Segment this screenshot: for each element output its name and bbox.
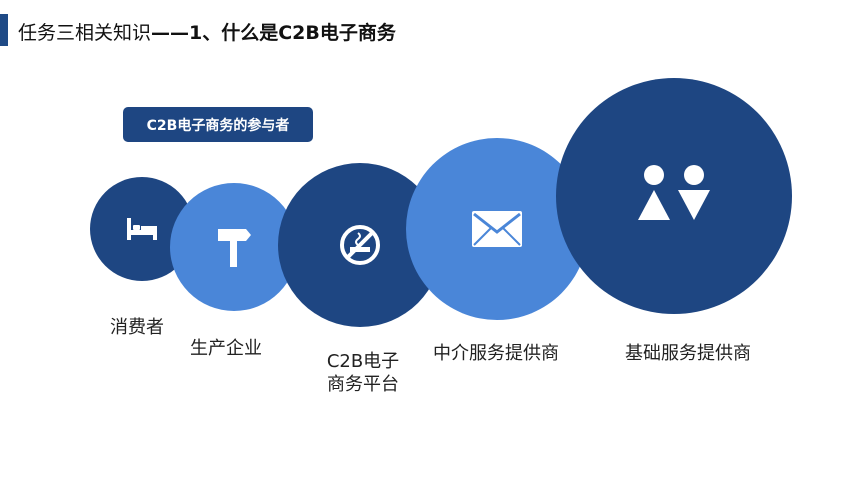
c2b-platform-label-line1: C2B电子 <box>326 351 400 372</box>
restroom-icon <box>634 164 714 228</box>
intermediary-label: 中介服务提供商 <box>433 343 559 364</box>
title-accent-bar <box>0 14 8 46</box>
title-highlight: ——1、什么是C2B电子商务 <box>151 22 396 44</box>
page-title: 任务三相关知识——1、什么是C2B电子商务 <box>18 18 396 45</box>
manufacturer-circle <box>170 183 298 311</box>
infrastructure-circle <box>556 78 792 314</box>
intermediary-circle <box>406 138 588 320</box>
c2b-platform-label: C2B电子 商务平台 <box>318 350 408 396</box>
no-smoking-icon <box>338 223 382 267</box>
infrastructure-label: 基础服务提供商 <box>625 343 751 364</box>
envelope-icon <box>471 210 523 248</box>
badge-label: C2B电子商务的参与者 <box>146 117 290 134</box>
c2b-platform-label-line2: 商务平台 <box>327 374 399 395</box>
title-main: 任务三相关知识 <box>18 22 152 44</box>
participants-badge: C2B电子商务的参与者 <box>123 107 313 142</box>
manufacturer-label: 生产企业 <box>190 338 262 359</box>
consumer-label: 消费者 <box>110 317 164 338</box>
signpost-icon <box>216 225 252 269</box>
bed-icon <box>125 216 159 242</box>
